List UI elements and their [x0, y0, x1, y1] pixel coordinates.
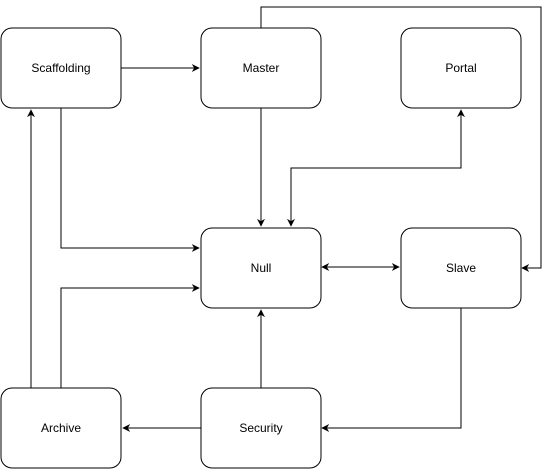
node-slave[interactable]: Slave	[400, 227, 522, 309]
node-master[interactable]: Master	[200, 27, 322, 109]
node-portal[interactable]: Portal	[400, 27, 522, 109]
node-scaffolding[interactable]: Scaffolding	[0, 27, 122, 109]
edge-scaffolding-to-null	[60, 108, 200, 252]
node-archive[interactable]: Archive	[0, 387, 122, 469]
node-portal-label: Portal	[445, 61, 476, 75]
node-security[interactable]: Security	[200, 387, 322, 469]
edge-null-portal-bidirectional	[287, 109, 465, 227]
node-master-label: Master	[243, 61, 280, 75]
node-slave-label: Slave	[446, 261, 476, 275]
node-null[interactable]: Null	[200, 227, 322, 309]
node-scaffolding-label: Scaffolding	[31, 61, 90, 75]
edge-archive-to-null	[60, 284, 200, 388]
edge-slave-to-security	[321, 308, 462, 432]
node-null-label: Null	[251, 261, 272, 275]
node-security-label: Security	[239, 421, 282, 435]
node-archive-label: Archive	[41, 421, 81, 435]
edges	[27, 6, 542, 432]
edge-master-to-slave	[260, 6, 542, 272]
